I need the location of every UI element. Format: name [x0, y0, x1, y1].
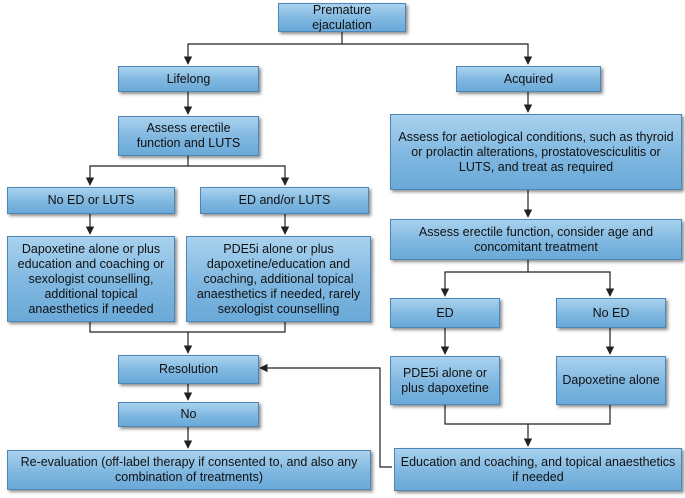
edge-root-lifelong: [183, 32, 343, 65]
edge-merge-right: [444, 405, 611, 425]
node-lifelong: Lifelong: [118, 66, 259, 92]
node-premature-ejaculation: Premature ejaculation: [278, 3, 406, 32]
node-assess-erectile-luts: Assess erectile function and LUTS: [118, 116, 259, 156]
edge-assess-noed: [85, 156, 189, 186]
node-no-ed-or-luts: No ED or LUTS: [7, 187, 175, 214]
edge-age-ed: [440, 260, 529, 297]
node-pde5i-or-dapoxetine: PDE5i alone or plus dapoxetine: [390, 356, 500, 405]
node-assess-aetiological: Assess for aetiological conditions, such…: [390, 114, 682, 190]
node-ed: ED: [390, 298, 500, 328]
node-dapoxetine-alone-plus: Dapoxetine alone or plus education and c…: [7, 236, 175, 322]
edge-loop-resolution: [259, 363, 392, 468]
node-resolution: Resolution: [118, 355, 259, 384]
edge-age-noed: [528, 271, 615, 297]
node-education-coaching: Education and coaching, and topical anae…: [394, 448, 682, 491]
node-no-ed: No ED: [556, 298, 666, 328]
edge-root-acquired: [342, 43, 533, 65]
edge-merge: [89, 322, 286, 333]
node-acquired: Acquired: [456, 66, 601, 92]
edge-assess-ed: [188, 165, 290, 186]
node-dapoxetine-alone: Dapoxetine alone: [556, 356, 666, 405]
node-ed-and-luts: ED and/or LUTS: [200, 187, 369, 214]
node-no: No: [118, 402, 259, 427]
node-pde5i-alone-plus: PDE5i alone or plus dapoxetine/education…: [186, 236, 371, 322]
node-re-evaluation: Re-evaluation (off-label therapy if cons…: [7, 450, 371, 490]
node-assess-age: Assess erectile function, consider age a…: [390, 219, 682, 260]
